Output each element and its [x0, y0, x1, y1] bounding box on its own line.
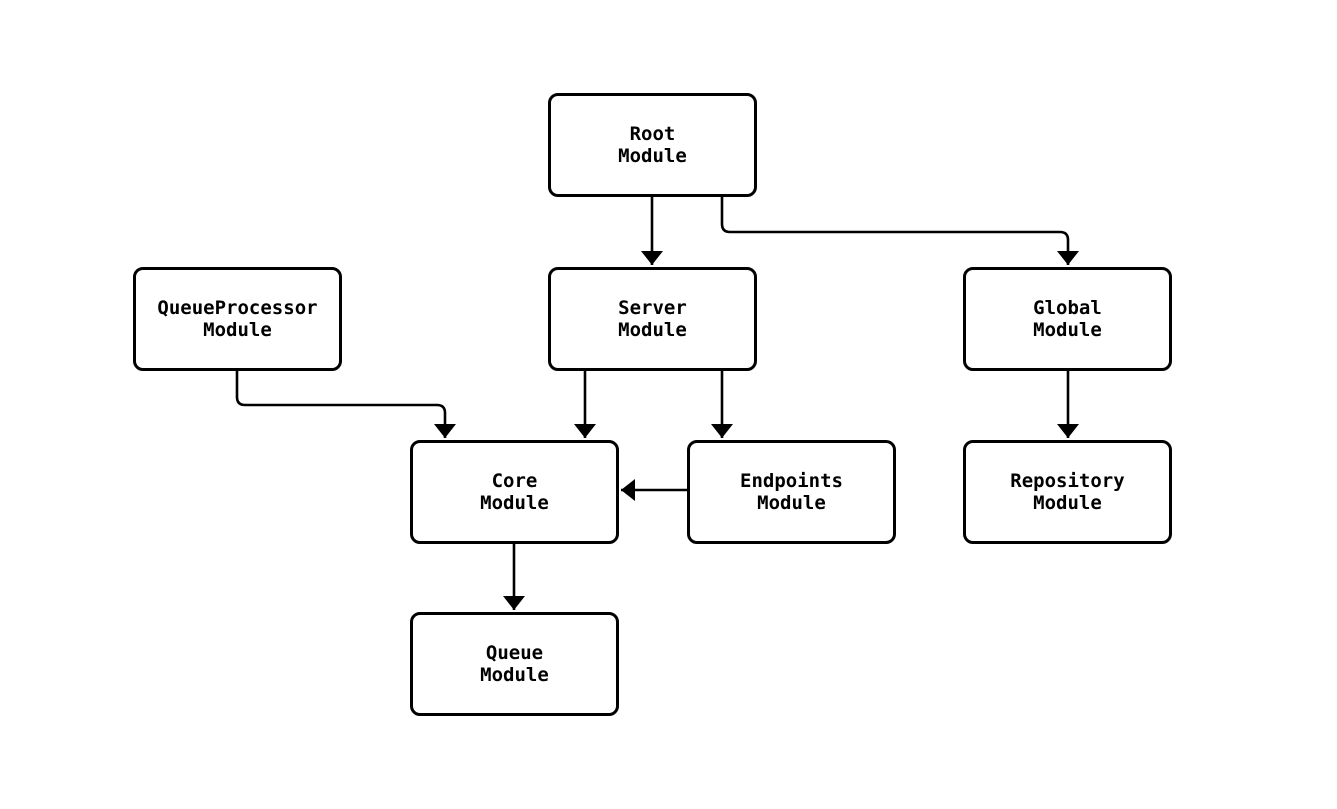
node-label: Endpoints Module: [740, 470, 843, 514]
node-repository-module: Repository Module: [963, 440, 1172, 544]
node-label: Core Module: [480, 470, 549, 514]
node-server-module: Server Module: [548, 267, 757, 371]
node-core-module: Core Module: [410, 440, 619, 544]
edge-root-to-global: [720, 197, 1079, 265]
node-label: Global Module: [1033, 297, 1102, 341]
edge-queueprocessor-to-core: [235, 371, 456, 438]
node-label: Server Module: [618, 297, 687, 341]
node-label: Root Module: [618, 123, 687, 167]
node-endpoints-module: Endpoints Module: [687, 440, 896, 544]
node-queue-module: Queue Module: [410, 612, 619, 716]
node-queueprocessor-module: QueueProcessor Module: [133, 267, 342, 371]
node-global-module: Global Module: [963, 267, 1172, 371]
node-label: Repository Module: [1010, 470, 1125, 514]
node-label: Queue Module: [480, 642, 549, 686]
node-label: QueueProcessor Module: [157, 297, 318, 341]
node-root-module: Root Module: [548, 93, 757, 197]
